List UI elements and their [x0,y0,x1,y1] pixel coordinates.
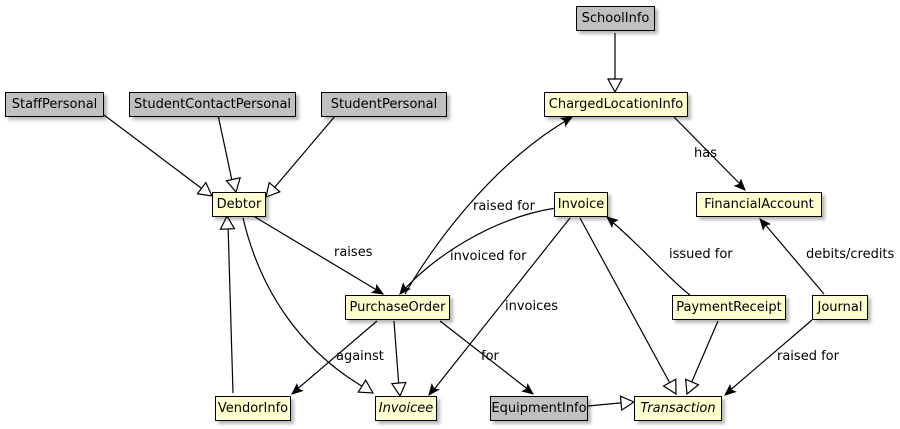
class-node-studentpersonal[interactable]: StudentPersonal [321,92,447,117]
edge-invoice-transaction-arrowhead [662,378,677,396]
edge-purchaseorder-chargedlocationinfo-arrowhead [559,116,574,127]
edge-label-l-debits-credits: debits/credits [806,247,895,262]
class-node-label: PaymentReceipt [676,300,782,315]
class-node-paymentreceipt[interactable]: PaymentReceipt [672,295,786,320]
edge-debtor-purchaseorder [254,216,385,295]
edge-debtor-invoicee-arrowhead [357,379,375,394]
class-node-vendorinfo[interactable]: VendorInfo [215,396,291,421]
edge-invoice-invoicee [428,217,571,397]
edge-debtor-purchaseorder-arrowhead [370,283,385,295]
edge-studentcontactpersonal-debtor-line [217,114,235,191]
edge-invoice-purchaseorder-arrowhead [399,282,412,295]
edge-label-l-raised-for-1: raised for [473,199,535,214]
edge-purchaseorder-invoicee-arrowhead [390,381,407,398]
edge-label-l-for: for [481,349,499,364]
edge-purchaseorder-vendorinfo-arrowhead [291,382,304,395]
edge-staffpersonal-debtor-line [103,114,210,195]
class-node-label: ChargedLocationInfo [548,97,684,112]
edge-debtor-invoicee [242,217,375,394]
edge-invoice-transaction [579,217,677,396]
edge-invoice-invoicee-line [431,217,571,393]
edge-journal-transaction-arrowhead [724,383,737,396]
edge-label-l-has: has [694,146,717,161]
edge-journal-transaction [724,319,813,396]
class-node-label: PurchaseOrder [349,300,446,315]
edge-schoolinfo-chargedlocationinfo [606,33,624,94]
class-node-label: Journal [817,300,863,315]
edge-purchaseorder-equipmentinfo-arrowhead [521,383,535,395]
edge-purchaseorder-chargedlocationinfo [404,116,574,295]
edge-paymentreceipt-invoice [606,216,691,296]
edge-label-l-against: against [336,349,384,364]
edge-label-l-issued-for: issued for [669,247,733,262]
class-node-invoice[interactable]: Invoice [554,192,608,217]
edge-vendorinfo-debtor [219,214,236,394]
class-node-studentcontactpersonal[interactable]: StudentContactPersonal [129,92,296,117]
class-node-label: VendorInfo [217,401,289,416]
edge-purchaseorder-invoicee-line [393,320,400,389]
edge-paymentreceipt-transaction-arrowhead [684,378,700,396]
edge-label-l-raised-for-2: raised for [777,349,839,364]
edge-equipmentinfo-transaction [587,395,636,412]
edge-vendorinfo-debtor-line [227,223,234,394]
edge-purchaseorder-equipmentinfo-line [439,320,531,392]
edge-invoice-purchaseorder-line [402,207,557,292]
class-node-journal[interactable]: Journal [812,295,868,320]
class-node-transaction[interactable]: Transaction [634,396,722,421]
class-node-label: SchoolInfo [581,11,650,26]
edge-studentpersonal-debtor-line [268,114,337,195]
edge-label-l-raises: raises [334,245,373,260]
edge-paymentreceipt-transaction [684,320,719,396]
edge-staffpersonal-debtor [103,114,214,197]
class-node-label: FinancialAccount [704,197,814,212]
edge-journal-financialaccount-line [762,221,825,295]
edge-paymentreceipt-invoice-arrowhead [606,216,619,229]
edge-debtor-purchaseorder-line [254,216,381,293]
class-node-invoicee[interactable]: Invoicee [375,396,437,421]
edge-debtor-invoicee-line [242,217,366,389]
class-node-purchaseorder[interactable]: PurchaseOrder [345,295,450,320]
class-node-label: Transaction [640,401,716,416]
edge-chargedlocationinfo-financialaccount-line [673,116,743,187]
class-node-chargedlocationinfo[interactable]: ChargedLocationInfo [544,92,688,117]
class-node-label: Invoice [557,197,605,212]
edge-chargedlocationinfo-financialaccount [673,116,746,191]
edge-paymentreceipt-invoice-line [609,219,691,296]
edge-schoolinfo-chargedlocationinfo-arrowhead [606,78,624,94]
edge-purchaseorder-equipmentinfo [439,320,535,395]
edge-purchaseorder-vendorinfo-line [294,320,378,392]
class-node-staffpersonal[interactable]: StaffPersonal [5,92,104,117]
edge-studentcontactpersonal-debtor-arrowhead [225,177,242,194]
edge-journal-transaction-line [727,319,813,393]
edge-chargedlocationinfo-financialaccount-arrowhead [733,178,746,191]
edge-purchaseorder-vendorinfo [291,320,378,395]
edge-journal-financialaccount [759,218,825,295]
class-node-schoolinfo[interactable]: SchoolInfo [576,6,655,31]
class-node-equipmentinfo[interactable]: EquipmentInfo [490,396,588,421]
class-node-label: StudentContactPersonal [134,97,292,112]
class-node-label: EquipmentInfo [491,401,587,416]
edge-equipmentinfo-transaction-arrowhead [619,395,636,412]
edge-journal-financialaccount-arrowhead [759,218,772,231]
class-node-label: StaffPersonal [11,97,98,112]
class-node-financialaccount[interactable]: FinancialAccount [696,192,822,217]
edge-purchaseorder-invoicee [390,320,407,398]
edge-invoice-transaction-line [579,217,673,388]
edge-invoice-invoicee-arrowhead [428,383,440,397]
class-node-debtor[interactable]: Debtor [212,192,266,217]
class-node-label: StudentPersonal [330,97,438,112]
edge-purchaseorder-chargedlocationinfo-line [404,118,570,295]
edge-studentpersonal-debtor [265,114,337,198]
edge-invoice-purchaseorder [399,207,557,295]
edge-paymentreceipt-transaction-line [689,320,719,387]
edge-studentcontactpersonal-debtor [217,114,242,194]
edge-label-l-invoices: invoices [505,299,559,314]
edge-vendorinfo-debtor-arrowhead [219,214,236,230]
class-node-label: Debtor [216,197,262,212]
class-node-label: Invoicee [378,401,434,416]
edge-studentpersonal-debtor-arrowhead [265,181,281,198]
edge-label-l-invoiced-for: invoiced for [450,249,527,264]
edge-staffpersonal-debtor-arrowhead [196,181,214,197]
